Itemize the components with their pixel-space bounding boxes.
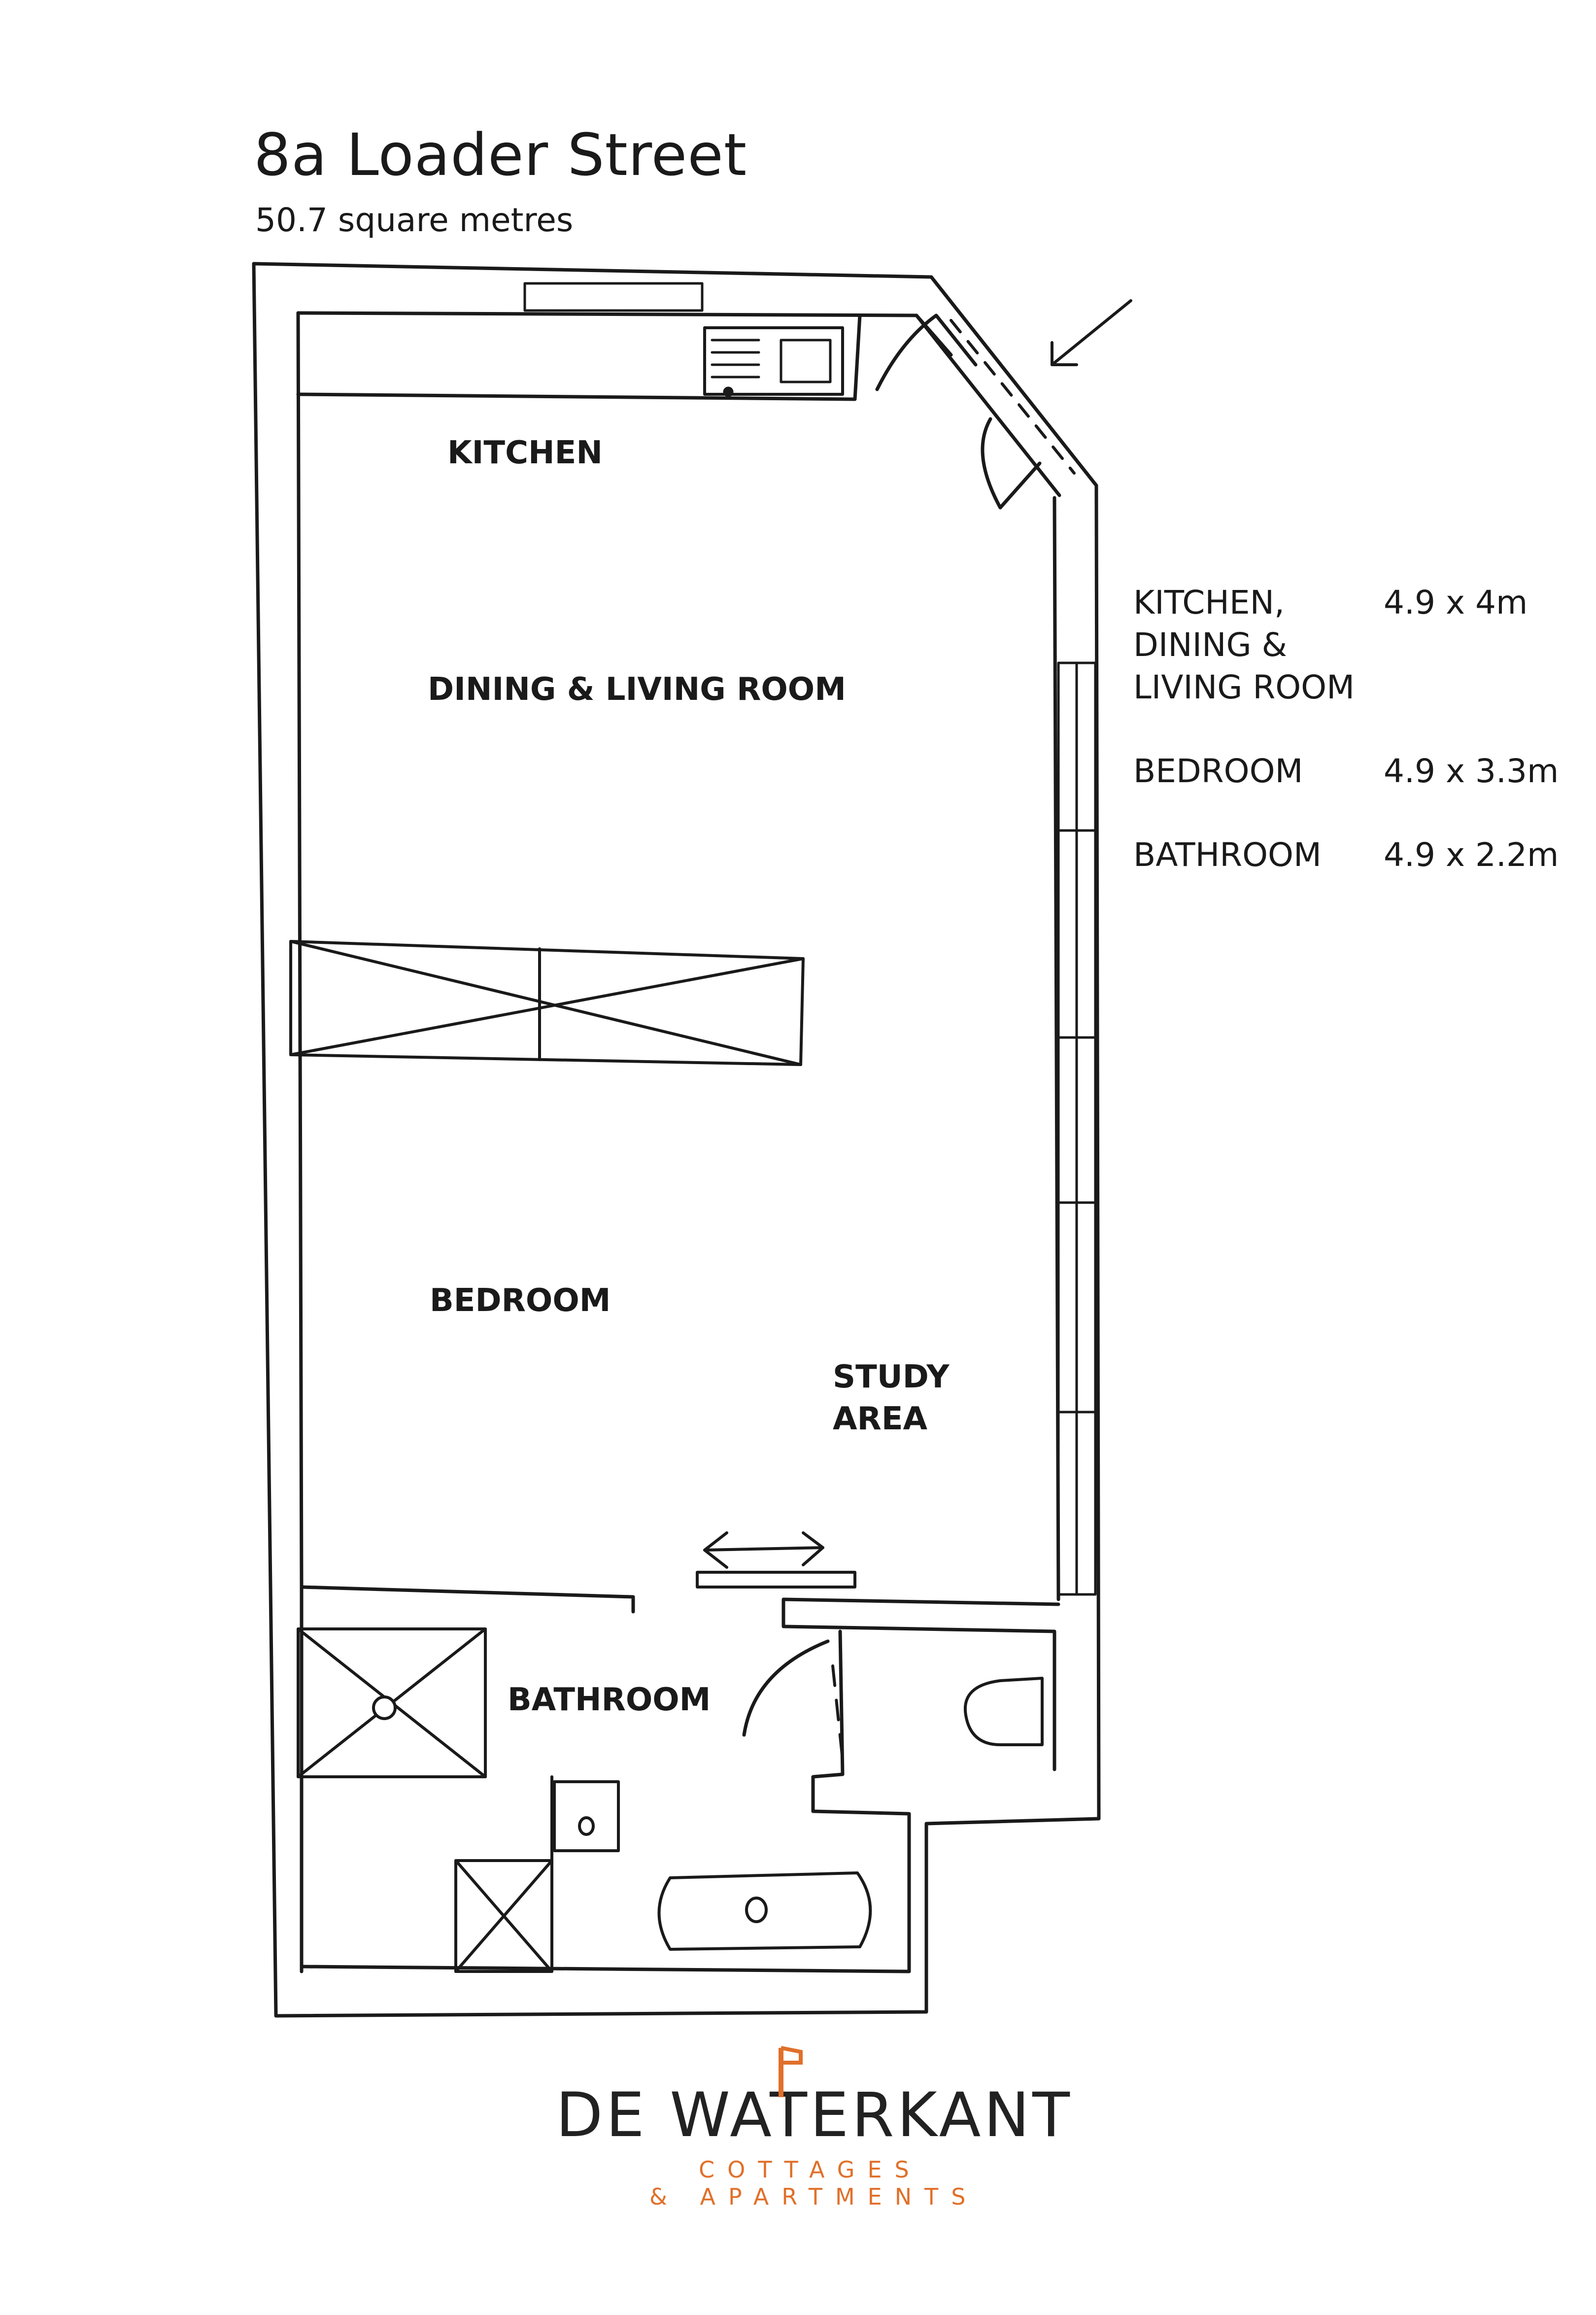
dim-bedroom-name: BEDROOM [1133, 752, 1303, 790]
label-dining-living: DINING & LIVING ROOM [428, 671, 846, 708]
label-bathroom: BATHROOM [508, 1682, 711, 1718]
outer-wall-inner [296, 311, 953, 357]
entrance-wall [915, 275, 1098, 497]
kitchen-sink [703, 326, 844, 396]
brand-tagline-1: COTTAGES [699, 2156, 922, 2183]
toilet-door-swing [742, 1639, 830, 1737]
dim-bathroom-value: 4.9 x 2.2m [1384, 836, 1559, 874]
outer-wall-outer [252, 262, 1101, 2018]
toilet [963, 1677, 1044, 1746]
page-title: 8a Loader Street [254, 121, 747, 189]
right-windows [1057, 661, 1097, 1596]
shower [297, 1627, 487, 1778]
kitchen-counter [296, 313, 862, 401]
left-wall-inner [296, 311, 304, 1589]
bathroom-north-wall [300, 1585, 635, 1973]
sliding-door [696, 1571, 856, 1589]
dim-bathroom-name: BATHROOM [1133, 836, 1322, 874]
entrance-door-swing-2 [981, 417, 1042, 510]
entrance-door-swing-1 [875, 313, 978, 391]
top-window [523, 282, 704, 312]
floor-area: 50.7 square metres [255, 201, 574, 239]
dim-kitchen-line3: LIVING ROOM [1133, 668, 1355, 706]
dim-kitchen-line2: DINING & [1133, 626, 1288, 664]
wardrobe-partition [289, 940, 805, 1066]
label-kitchen: KITCHEN [447, 435, 603, 471]
basin [553, 1780, 620, 1852]
label-study-1: STUDY [833, 1359, 950, 1395]
dim-kitchen-line1: KITCHEN, [1133, 584, 1285, 622]
label-bedroom: BEDROOM [430, 1282, 611, 1319]
entry-arrow [1051, 299, 1132, 366]
brand-tagline-2: & APARTMENTS [649, 2183, 979, 2210]
dim-bedroom-value: 4.9 x 3.3m [1384, 752, 1559, 790]
brand-logo: DE WATERKANT [556, 2080, 1073, 2151]
dim-kitchen-value: 4.9 x 4m [1384, 584, 1528, 622]
cupboard [454, 1859, 553, 1973]
bathtub [657, 1871, 872, 1951]
brand-flag-icon [779, 2046, 803, 2097]
sliding-arrow [703, 1546, 824, 1552]
label-study-2: AREA [833, 1401, 928, 1437]
